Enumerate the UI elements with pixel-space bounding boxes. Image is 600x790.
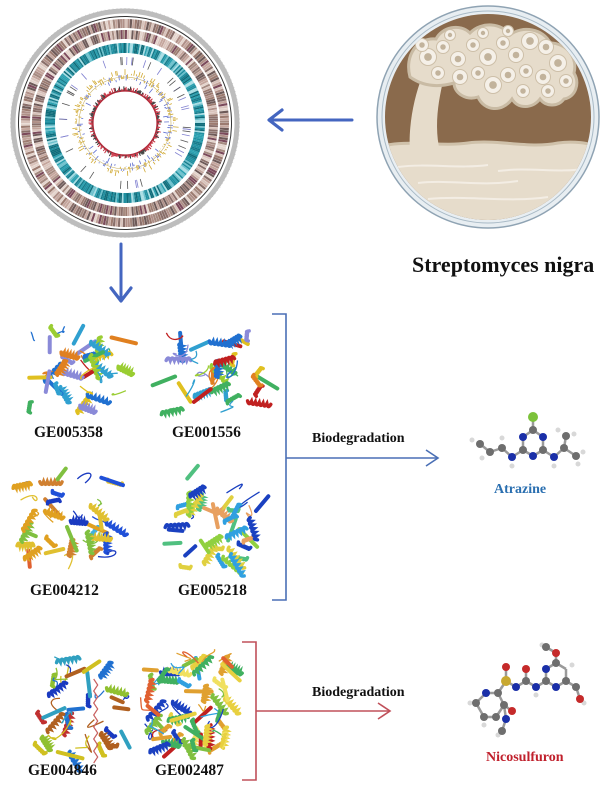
atrazine-label: Atrazine — [494, 482, 546, 498]
protein-structure-ge004212 — [8, 462, 133, 572]
process-label-1: Biodegradation — [312, 431, 405, 447]
enzyme-label: GE005218 — [178, 582, 247, 600]
protein-structure-ge004846 — [10, 640, 145, 770]
enzyme-label: GE005358 — [34, 424, 103, 442]
petri-dish-culture — [374, 3, 600, 231]
enzyme-label: GE004846 — [28, 762, 97, 780]
process-label-2: Biodegradation — [312, 685, 405, 701]
protein-structure-ge001556 — [155, 318, 285, 423]
circular-genome-map — [5, 3, 245, 243]
nicosulfuron-label: Nicosulfuron — [486, 750, 564, 766]
arrow-down — [106, 240, 136, 310]
protein-structure-ge005358 — [8, 312, 138, 422]
enzyme-label: GE004212 — [30, 582, 99, 600]
bracket-group-2 — [240, 640, 400, 790]
enzyme-label: GE002487 — [155, 762, 224, 780]
protein-structure-ge005218 — [158, 462, 278, 582]
genome-inner-circle — [95, 93, 155, 153]
nicosulfuron-molecule — [466, 645, 586, 745]
arrow-left — [262, 107, 362, 137]
enzyme-label: GE001556 — [172, 424, 241, 442]
protein-structure-ge002487 — [135, 640, 245, 765]
organism-name: Streptomyces nigra — [412, 252, 594, 278]
atrazine-molecule — [468, 412, 588, 482]
